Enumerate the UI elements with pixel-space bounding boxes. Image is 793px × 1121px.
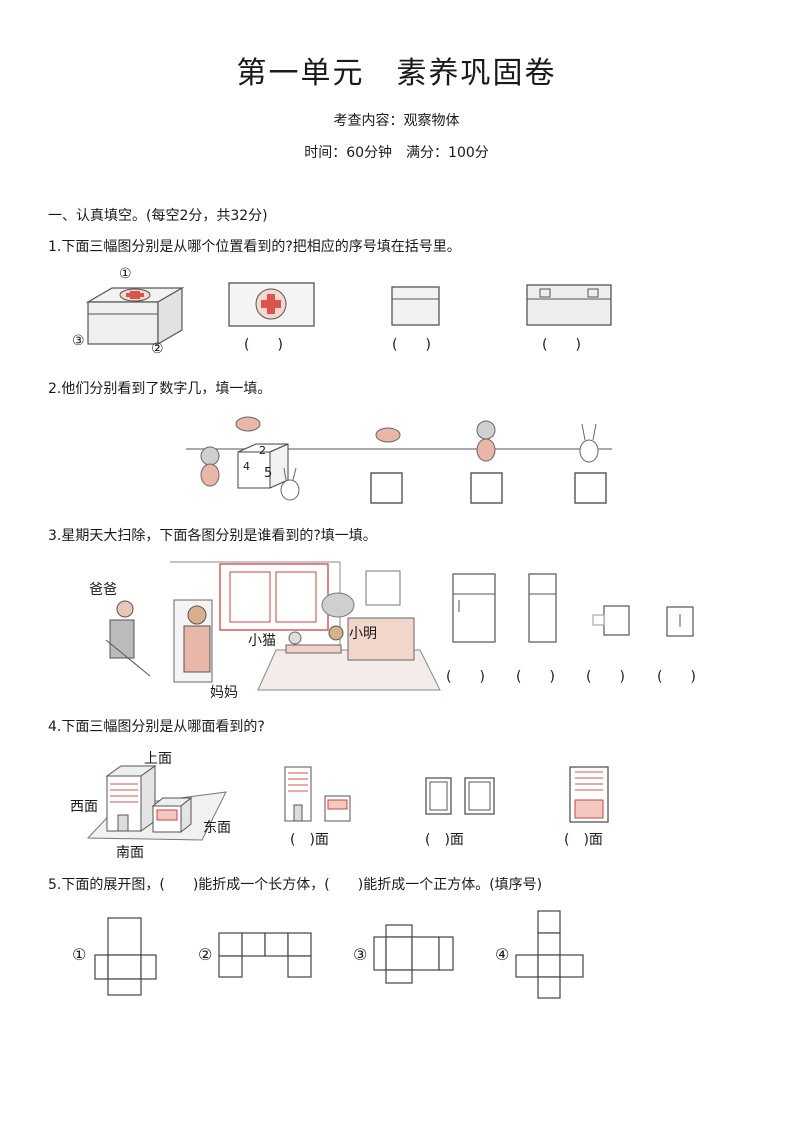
q3-answer-blank-3[interactable]: ( ) (586, 669, 625, 685)
net-marker-4: ④ (495, 945, 510, 964)
label-mom: 妈妈 (210, 685, 238, 701)
question-2: 2.他们分别看到了数字几，填一填。 (48, 381, 272, 397)
question-5: 5.下面的展开图，( )能折成一个长方体，( )能折成一个正方体。(填序号) (48, 877, 543, 893)
exam-content: 考查内容：观察物体 (333, 113, 460, 129)
q1-answer-blank-3[interactable]: ( ) (542, 337, 581, 353)
q4-answer-blank-3[interactable]: ( )面 (564, 832, 603, 848)
cube-number-top: 2 (259, 444, 266, 457)
exam-time-score: 时间：60分钟 满分：100分 (304, 145, 489, 161)
label-west: 西面 (70, 799, 98, 815)
cube-number-left: 4 (243, 460, 250, 473)
net-marker-3: ③ (353, 945, 368, 964)
net-4 (515, 910, 584, 999)
q2-answer-box-1[interactable] (371, 473, 402, 503)
section-heading: 一、认真填空。(每空2分，共32分) (48, 208, 268, 224)
label-xiaoming: 小明 (349, 626, 377, 642)
q2-answer-box-2[interactable] (471, 473, 502, 503)
question-1: 1.下面三幅图分别是从哪个位置看到的?把相应的序号填在括号里。 (48, 239, 461, 255)
q1-answer-blank-2[interactable]: ( ) (392, 337, 431, 353)
q4-answer-blank-2[interactable]: ( )面 (425, 832, 464, 848)
label-top: 上面 (144, 751, 172, 767)
net-marker-1: ① (72, 945, 87, 964)
label-dad: 爸爸 (89, 582, 117, 598)
label-cat: 小猫 (248, 633, 276, 649)
q1-marker-2: ② (151, 341, 164, 357)
question-3: 3.星期天大扫除，下面各图分别是谁看到的?填一填。 (48, 528, 377, 544)
q1-answer-blank-1[interactable]: ( ) (244, 337, 283, 353)
q3-answer-blank-1[interactable]: ( ) (446, 669, 485, 685)
q3-answer-blank-4[interactable]: ( ) (657, 669, 696, 685)
label-south: 南面 (116, 845, 144, 861)
net-marker-2: ② (198, 945, 213, 964)
q2-answer-box-3[interactable] (575, 473, 606, 503)
cube-number-front: 5 (264, 466, 273, 481)
net-3 (373, 924, 454, 984)
net-1 (94, 917, 157, 996)
q1-marker-3: ③ (72, 333, 85, 349)
question-4: 4.下面三幅图分别是从哪面看到的? (48, 719, 265, 735)
q3-answer-blank-2[interactable]: ( ) (516, 669, 555, 685)
net-2 (218, 932, 312, 978)
q1-marker-1: ① (119, 266, 132, 282)
page-title: 第一单元 素养巩固卷 (236, 56, 557, 91)
q4-answer-blank-1[interactable]: ( )面 (290, 832, 329, 848)
label-east: 东面 (203, 820, 231, 836)
